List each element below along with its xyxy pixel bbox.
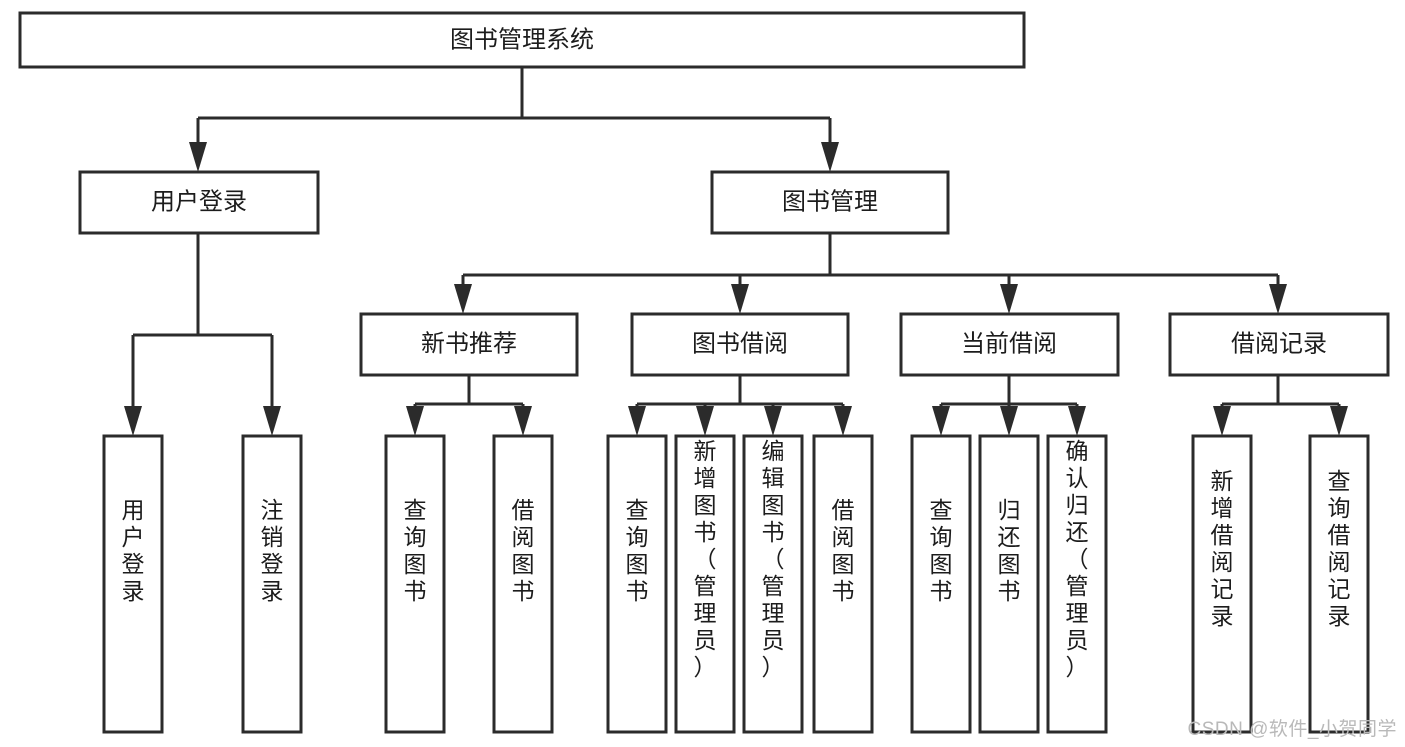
leaf-confirm-return[interactable]: 确认归还（管理员） — [1046, 434, 1108, 734]
leaf-query-book-3[interactable]: 查询图书 — [910, 434, 972, 734]
arrowhead-leaf-query-book-2 — [628, 406, 646, 436]
leaf-query-book-1[interactable]: 查询图书 — [384, 434, 446, 734]
leaf-add-book[interactable]: 新增图书（管理员） — [674, 434, 736, 734]
node-user-login[interactable]: 用户登录 — [78, 170, 320, 235]
arrowhead-leaf-logout-login — [263, 406, 281, 436]
leaf-borrow-book-2-box[interactable] — [812, 434, 874, 734]
arrowhead-leaf-return-book — [1000, 406, 1018, 436]
leaf-add-book-label: 新增图书（管理员） — [694, 438, 717, 680]
node-book-borrow-box[interactable] — [630, 312, 850, 377]
node-book-manage-box[interactable] — [710, 170, 950, 235]
leaf-return-book-label: 归还图书 — [998, 497, 1021, 604]
leaf-query-record-box[interactable] — [1308, 434, 1370, 734]
leaf-add-record-label: 新增借阅记录 — [1211, 468, 1234, 629]
arrowhead-leaf-query-book-3 — [932, 406, 950, 436]
node-root-label: 图书管理系统 — [450, 26, 594, 53]
node-user-login-label: 用户登录 — [151, 188, 247, 215]
connector-group-current-borrow — [932, 375, 1086, 436]
node-book-borrow-label: 图书借阅 — [692, 330, 788, 357]
leaf-user-login-label: 用户登录 — [122, 497, 145, 604]
arrowhead-book-manage — [821, 142, 839, 172]
arrowhead-leaf-add-book — [696, 406, 714, 436]
connector-group-book-manage — [454, 233, 1287, 314]
leaf-return-book[interactable]: 归还图书 — [978, 434, 1040, 734]
leaf-query-book-1-label: 查询图书 — [404, 497, 427, 604]
arrowhead-leaf-borrow-book-2 — [834, 406, 852, 436]
leaf-confirm-return-box[interactable] — [1046, 434, 1108, 734]
connector-group-borrow-record — [1213, 375, 1348, 436]
arrowhead-leaf-user-login — [124, 406, 142, 436]
leaf-borrow-book-1[interactable]: 借阅图书 — [492, 434, 554, 734]
leaf-edit-book[interactable]: 编辑图书（管理员） — [742, 434, 804, 734]
node-book-manage-label: 图书管理 — [782, 188, 878, 215]
leaf-query-book-2[interactable]: 查询图书 — [606, 434, 668, 734]
leaf-query-record[interactable]: 查询借阅记录 — [1308, 434, 1370, 734]
leaf-query-book-2-box[interactable] — [606, 434, 668, 734]
node-user-login-box[interactable] — [78, 170, 320, 235]
leaf-query-book-1-box[interactable] — [384, 434, 446, 734]
node-root-box[interactable] — [18, 11, 1026, 69]
leaf-logout-login[interactable]: 注销登录 — [241, 434, 303, 734]
arrowhead-new-book-rec — [454, 284, 472, 314]
leaf-borrow-book-1-label: 借阅图书 — [512, 497, 535, 604]
arrowhead-leaf-query-record — [1330, 406, 1348, 436]
leaf-query-book-3-box[interactable] — [910, 434, 972, 734]
node-borrow-record[interactable]: 借阅记录 — [1168, 312, 1390, 377]
leaf-edit-book-box[interactable] — [742, 434, 804, 734]
arrowhead-current-borrow — [1000, 284, 1018, 314]
leaf-query-book-3-label: 查询图书 — [930, 497, 953, 604]
arrowhead-leaf-borrow-book-1 — [514, 406, 532, 436]
arrowhead-leaf-confirm-return — [1068, 406, 1086, 436]
node-current-borrow[interactable]: 当前借阅 — [899, 312, 1120, 377]
leaf-borrow-book-2-label: 借阅图书 — [832, 497, 855, 604]
leaf-add-record-box[interactable] — [1191, 434, 1253, 734]
node-root[interactable]: 图书管理系统 — [18, 11, 1026, 69]
leaf-add-record[interactable]: 新增借阅记录 — [1191, 434, 1253, 734]
node-new-book-rec-label: 新书推荐 — [421, 330, 517, 357]
node-borrow-record-box[interactable] — [1168, 312, 1390, 377]
leaf-user-login[interactable]: 用户登录 — [102, 434, 164, 734]
node-new-book-rec-box[interactable] — [359, 312, 579, 377]
leaf-confirm-return-label: 确认归还（管理员） — [1066, 438, 1089, 680]
node-book-borrow[interactable]: 图书借阅 — [630, 312, 850, 377]
node-new-book-rec[interactable]: 新书推荐 — [359, 312, 579, 377]
leaf-edit-book-label: 编辑图书（管理员） — [762, 438, 785, 680]
leaf-add-book-box[interactable] — [674, 434, 736, 734]
leaf-logout-login-label: 注销登录 — [261, 497, 284, 604]
leaf-borrow-book-1-box[interactable] — [492, 434, 554, 734]
connector-group-root — [189, 67, 839, 172]
node-borrow-record-label: 借阅记录 — [1231, 330, 1327, 357]
node-current-borrow-label: 当前借阅 — [961, 330, 1057, 357]
connector-group-new-book-rec — [406, 375, 532, 436]
arrowhead-user-login — [189, 142, 207, 172]
leaf-return-book-box[interactable] — [978, 434, 1040, 734]
leaf-logout-login-box[interactable] — [241, 434, 303, 734]
leaf-user-login-box[interactable] — [102, 434, 164, 734]
connector-group-book-borrow — [628, 375, 852, 436]
leaf-query-book-2-label: 查询图书 — [626, 497, 649, 604]
leaf-query-record-label: 查询借阅记录 — [1328, 468, 1351, 629]
arrowhead-leaf-add-record — [1213, 406, 1231, 436]
connector-group-user-login — [124, 233, 281, 436]
arrowhead-leaf-edit-book — [764, 406, 782, 436]
node-current-borrow-box[interactable] — [899, 312, 1120, 377]
node-book-manage[interactable]: 图书管理 — [710, 170, 950, 235]
leaf-borrow-book-2[interactable]: 借阅图书 — [812, 434, 874, 734]
arrowhead-leaf-query-book-1 — [406, 406, 424, 436]
arrowhead-book-borrow — [731, 284, 749, 314]
arrowhead-borrow-record — [1269, 284, 1287, 314]
